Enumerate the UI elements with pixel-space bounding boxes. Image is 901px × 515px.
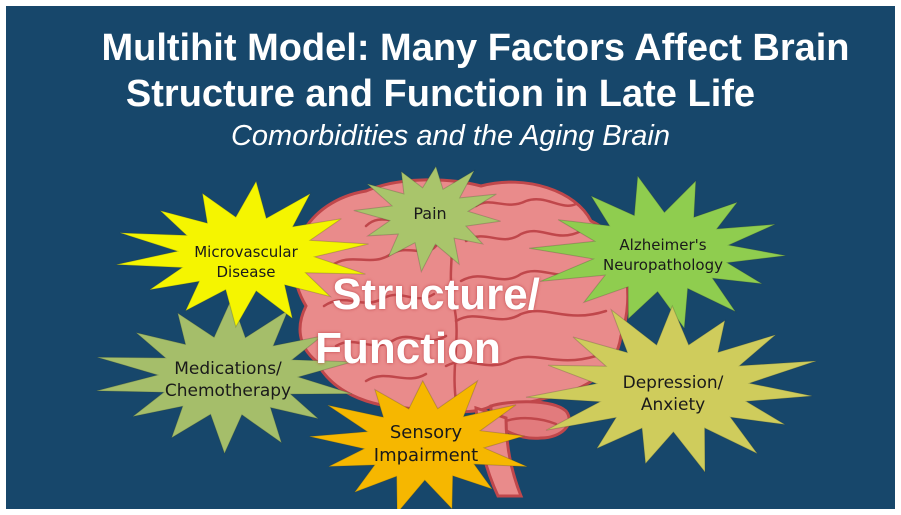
starburst-depression — [525, 304, 817, 474]
slide-subtitle: Comorbidities and the Aging Brain — [230, 120, 670, 152]
slide-title-line-1: Multihit Model: Many Factors Affect Brai… — [101, 27, 850, 69]
starburst-sensory — [309, 379, 528, 509]
center-function-label: Function — [315, 324, 501, 373]
slide: Multihit Model: Many Factors Affect Brai… — [6, 6, 895, 509]
factor-label-depression: Depression/ Anxiety — [622, 373, 724, 416]
starburst-alzheimers — [529, 174, 786, 330]
brain-icon — [292, 178, 630, 498]
slide-title-line-2: Structure and Function in Late Life — [125, 73, 756, 115]
center-structure-label: Structure/ — [332, 270, 540, 319]
diagram-canvas — [96, 165, 817, 509]
starburst-pain — [353, 165, 501, 274]
factor-label-pain: Pain — [413, 204, 447, 223]
factor-label-sensory: Sensory Impairment — [373, 422, 479, 467]
starburst-medications — [96, 297, 353, 455]
factor-label-microvascular: Microvascular Disease — [194, 243, 298, 281]
factor-label-medications: Medications/ Chemotherapy — [164, 359, 292, 402]
starburst-microvascular — [116, 180, 369, 329]
factor-label-alzheimers: Alzheimer's Neuropathology — [603, 236, 723, 274]
